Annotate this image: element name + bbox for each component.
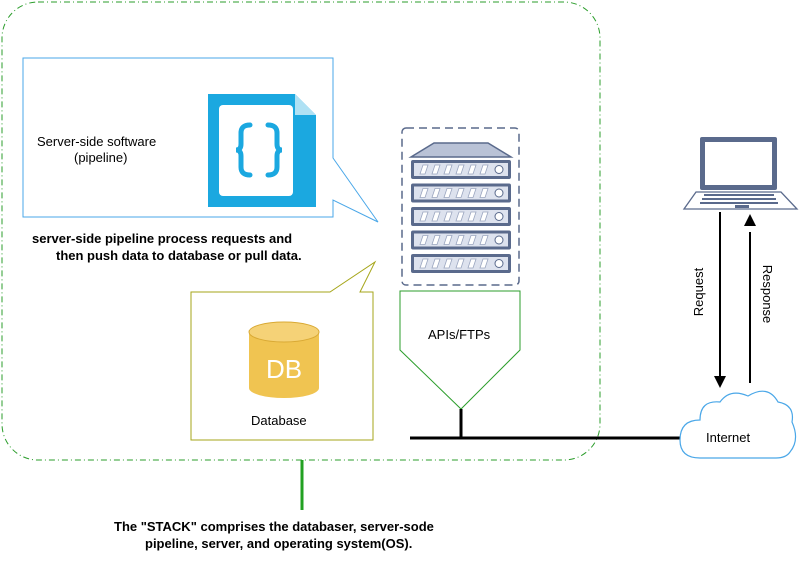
server-vent: [455, 258, 465, 269]
server-led: [494, 212, 504, 221]
server-vent: [419, 188, 429, 198]
api-label: APIs/FTPs: [428, 327, 491, 342]
server-vent: [419, 211, 429, 222]
server-vent: [467, 164, 477, 175]
server-vent: [443, 211, 453, 222]
server-vent: [467, 235, 477, 245]
server-rack-icon: [408, 142, 514, 273]
server-vent: [455, 235, 465, 245]
server-frame: [401, 127, 520, 286]
server-led: [494, 235, 504, 245]
server-vent: [443, 188, 453, 198]
server-vent: [431, 211, 441, 222]
server-vent: [479, 188, 489, 198]
server-vent: [467, 188, 477, 198]
request-label: Request: [691, 267, 706, 316]
cloud-icon: [679, 390, 797, 459]
server-vent: [455, 164, 465, 175]
software-label-line2: (pipeline): [74, 150, 128, 165]
database-cylinder-icon: [248, 321, 320, 398]
pipeline-caption-line1: server-side pipeline process requests an…: [32, 231, 293, 246]
code-file-icon: [208, 94, 316, 207]
server-vent: [455, 211, 465, 222]
response-label: Response: [760, 265, 775, 324]
server-vent: [431, 235, 441, 245]
server-vent: [467, 211, 477, 222]
request-arrow-head: [714, 376, 726, 388]
stack-caption-line2: pipeline, server, and operating system(O…: [145, 536, 413, 551]
server-vent: [479, 235, 489, 245]
laptop-icon: [682, 137, 799, 210]
server-vent: [431, 258, 441, 269]
server-led: [494, 188, 504, 198]
api-funnel: [399, 290, 521, 410]
server-vent: [479, 258, 489, 269]
server-led: [494, 165, 504, 174]
server-vent: [431, 188, 441, 198]
server-vent: [419, 235, 429, 245]
server-vent: [455, 188, 465, 198]
server-vent: [443, 164, 453, 175]
stack-caption-line1: The "STACK" comprises the databaser, ser…: [114, 519, 434, 534]
database-label: Database: [251, 413, 307, 428]
server-vent: [443, 258, 453, 269]
server-vent: [479, 164, 489, 175]
pipeline-caption-line2: then push data to database or pull data.: [56, 248, 302, 263]
server-led: [494, 259, 504, 268]
server-top-cap: [408, 142, 514, 158]
server-vent: [431, 164, 441, 175]
software-label-line1: Server-side software: [37, 134, 157, 149]
db-icon-text: DB: [266, 354, 302, 384]
response-arrow-head: [744, 214, 756, 226]
server-vent: [467, 258, 477, 269]
server-vent: [443, 235, 453, 245]
server-vent: [419, 258, 429, 269]
internet-label: Internet: [706, 430, 751, 445]
server-vent: [419, 164, 429, 175]
server-vent: [479, 211, 489, 222]
